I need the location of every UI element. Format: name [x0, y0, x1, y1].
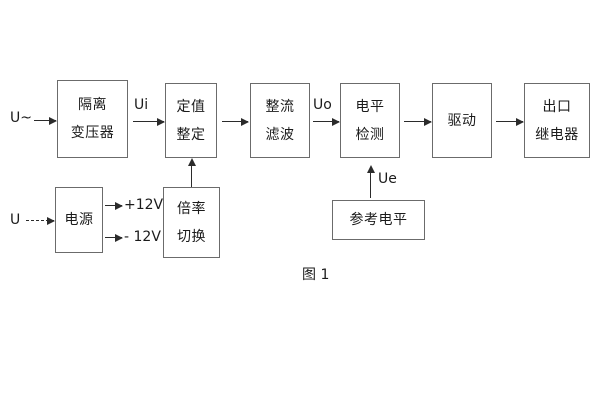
rail-negative-label: - 12V: [124, 229, 161, 245]
arrow-reference-level-to-level-detection: [366, 165, 375, 198]
block-level-detection: 电平 检测: [340, 83, 400, 158]
block-drive-line1: 驱动: [447, 112, 477, 129]
block-level-detection-line1: 电平: [355, 98, 385, 115]
arrow-rectify-filter-to-level-detection: [313, 117, 340, 126]
rail-positive-label: +12V: [124, 197, 164, 213]
arrow-drive-to-output-relay: [496, 117, 524, 126]
block-reference-level: 参考电平: [332, 200, 425, 240]
arrow-multiplier-switch-to-setting-value: [187, 158, 196, 187]
block-power-supply: 电源: [55, 187, 103, 253]
input-ac-label: U~: [10, 110, 32, 126]
block-output-relay: 出口 继电器: [524, 83, 590, 158]
signal-ui-label: Ui: [134, 97, 149, 113]
arrow-input-ac-to-isolation-transformer: [34, 116, 57, 125]
arrow-setting-value-to-rectify-filter: [222, 117, 249, 126]
block-level-detection-line2: 检测: [355, 126, 385, 143]
block-isolation-transformer: 隔离 变压器: [57, 80, 128, 158]
block-setting-value: 定值 整定: [165, 83, 217, 158]
signal-uo-label: Uo: [313, 97, 332, 113]
block-multiplier-switch-line1: 倍率: [177, 200, 206, 217]
block-rectify-filter-line1: 整流: [265, 98, 295, 115]
arrow-input-dc-to-power-supply: [26, 216, 55, 225]
arrow-power-supply-to-rail-negative: [105, 233, 123, 242]
block-power-supply-line1: 电源: [64, 212, 94, 228]
signal-ue-label: Ue: [378, 171, 397, 187]
input-dc-label: U: [10, 212, 21, 228]
block-multiplier-switch: 倍率 切换: [163, 187, 220, 258]
block-rectify-filter-line2: 滤波: [265, 126, 295, 143]
arrow-power-supply-to-rail-positive: [105, 201, 123, 210]
figure-caption: 图 1: [302, 267, 330, 283]
block-output-relay-line2: 继电器: [535, 126, 579, 143]
block-drive: 驱动: [432, 83, 492, 158]
block-multiplier-switch-line2: 切换: [177, 228, 206, 245]
block-reference-level-line1: 参考电平: [349, 212, 408, 228]
arrow-isolation-transformer-to-setting-value: [133, 117, 165, 126]
block-rectify-filter: 整流 滤波: [250, 83, 310, 158]
block-setting-value-line2: 整定: [176, 126, 206, 143]
block-output-relay-line1: 出口: [542, 98, 572, 115]
block-isolation-transformer-line1: 隔离: [78, 97, 107, 113]
arrow-level-detection-to-drive: [404, 117, 432, 126]
block-setting-value-line1: 定值: [176, 98, 206, 115]
block-isolation-transformer-line2: 变压器: [70, 125, 115, 141]
